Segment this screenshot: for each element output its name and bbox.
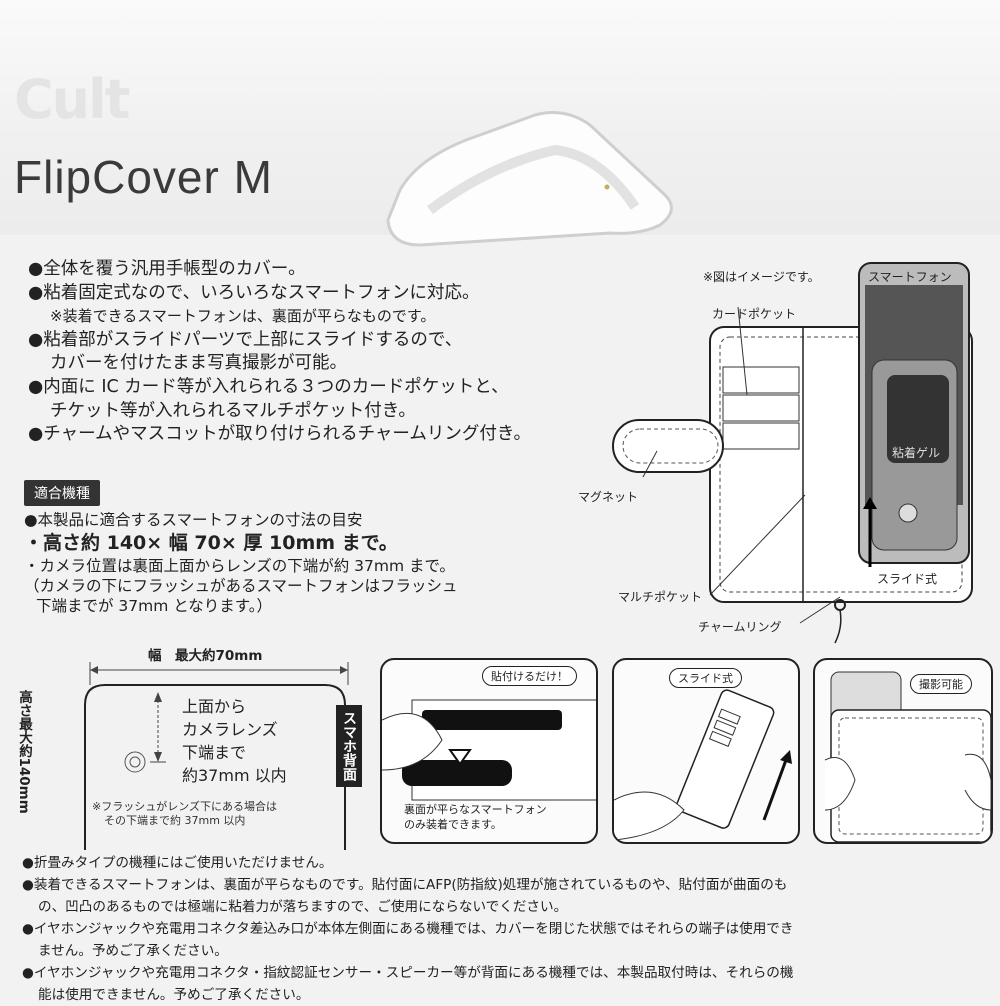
compat-line: 下端までが 37mm となります。） (36, 597, 273, 615)
product-diagram (612, 262, 973, 644)
diagram-label-adhesive-gel: 粘着ゲル (892, 446, 941, 460)
height-dimension-label: 高さ最大約140mm (16, 690, 32, 814)
feature-item-continued: カバーを付けたまま写真撮影が可能。 (50, 353, 347, 374)
diagram-label-slide-type: スライド式 (877, 572, 938, 586)
camera-line: 約37mm 以内 (182, 766, 287, 785)
attach-caption: 裏面が平らなスマートフォン のみ装着できます。 (404, 802, 547, 832)
compat-line: ●本製品に適合するスマートフォンの寸法の目安 (24, 511, 363, 529)
attach-caption-line: 裏面が平らなスマートフォン (404, 803, 547, 816)
feature-item: ●粘着固定式なので、いろいろなスマートフォンに対応。 (28, 282, 480, 303)
caution-item: ●装着できるスマートフォンは、裏面が平らなものです。貼付面にAFP(防指紋)処理… (22, 877, 788, 893)
caution-item: ●折畳みタイプの機種にはご使用いただけません。 (22, 855, 333, 871)
photo-badge: 撮影可能 (910, 674, 972, 694)
dimension-drawing (84, 662, 349, 850)
caution-item-continued: の、凹凸のあるものでは極端に粘着力が落ちますので、ご使用にならないでください。 (38, 899, 568, 915)
slide-illustration (614, 689, 792, 841)
product-title: FlipCover M (14, 151, 273, 203)
caution-item: ●イヤホンジャックや充電用コネクタ差込み口が本体左側面にある機種では、カバーを閉… (22, 921, 794, 937)
camera-line: 上面から (182, 697, 247, 716)
diagram-label-card-pocket: カードポケット (712, 307, 797, 321)
feature-item: ●全体を覆う汎用手帳型のカバー。 (28, 259, 306, 279)
compatible-models-tag: 適合機種 (24, 480, 100, 506)
diagram-label-magnet: マグネット (578, 490, 639, 504)
brand-logo-faded: Cult (14, 68, 130, 131)
diagram-label-multi-pocket: マルチポケット (618, 590, 703, 604)
feature-item: ●粘着部がスライドパーツで上部にスライドするので、 (28, 329, 463, 350)
camera-line: カメラレンズ (182, 720, 278, 739)
caution-list: ●折畳みタイプの機種にはご使用いただけません。 ●装着できるスマートフォンは、裏… (22, 852, 987, 1006)
feature-item-continued: チケット等が入れられるマルチポケット付き。 (50, 400, 416, 421)
attach-illustration (382, 699, 596, 801)
slide-badge: スライド式 (669, 668, 742, 688)
feature-note: ※装着できるスマートフォンは、裏面が平らなものです。 (50, 307, 436, 326)
feature-item: ●内面に IC カード等が入れられる３つのカードポケットと、 (28, 376, 509, 397)
diagram-label-charm-ring: チャームリング (698, 620, 782, 634)
package-window-cutout (386, 111, 673, 247)
compat-line: （カメラの下にフラッシュがあるスマートフォンはフラッシュ (24, 577, 458, 595)
diagram-label-smartphone: スマートフォン (868, 270, 952, 284)
feature-list: ●全体を覆う汎用手帳型のカバー。 ●粘着固定式なので、いろいろなスマートフォンに… (28, 258, 598, 447)
compatible-spec: ●本製品に適合するスマートフォンの寸法の目安 ・高さ約 140× 幅 70× 厚… (24, 510, 458, 616)
panel-photo: 撮影可能 (813, 658, 993, 844)
caution-item-continued: 能は使用できません。予めご了承ください。 (38, 987, 310, 1003)
panel-slide: スライド式 (612, 658, 800, 844)
panel-attach: 貼付けるだけ！ 裏面が平らなスマートフォン のみ装着できます。 (380, 658, 598, 844)
compat-line: ・カメラ位置は裏面上面からレンズの下端が約 37mm まで。 (24, 557, 455, 575)
photo-illustration (824, 671, 991, 842)
camera-line: 下端まで (182, 743, 247, 762)
caution-item: ●イヤホンジャックや充電用コネクタ・指紋認証センサー・スピーカー等が背面にある機… (22, 965, 794, 981)
feature-item: ●チャームやマスコットが取り付けられるチャームリング付き。 (28, 424, 531, 445)
diagram-image-note: ※図はイメージです。 (703, 270, 820, 284)
phone-back-label: スマホ背面 (336, 705, 362, 787)
flash-note-line: その下端まで約 37mm 以内 (104, 814, 246, 827)
compat-size-line: ・高さ約 140× 幅 70× 厚 10mm まで。 (24, 532, 398, 554)
width-dimension-label: 幅 最大約70mm (148, 648, 263, 664)
flash-note-line: ※フラッシュがレンズ下にある場合は (92, 800, 277, 813)
attach-badge: 貼付けるだけ！ (482, 666, 577, 686)
attach-caption-line: のみ装着できます。 (404, 818, 502, 831)
flash-note: ※フラッシュがレンズ下にある場合は その下端まで約 37mm 以内 (92, 800, 277, 828)
caution-item-continued: ません。予めご了承ください。 (38, 943, 228, 959)
camera-position-label: 上面から カメラレンズ 下端まで 約37mm 以内 (182, 695, 287, 787)
